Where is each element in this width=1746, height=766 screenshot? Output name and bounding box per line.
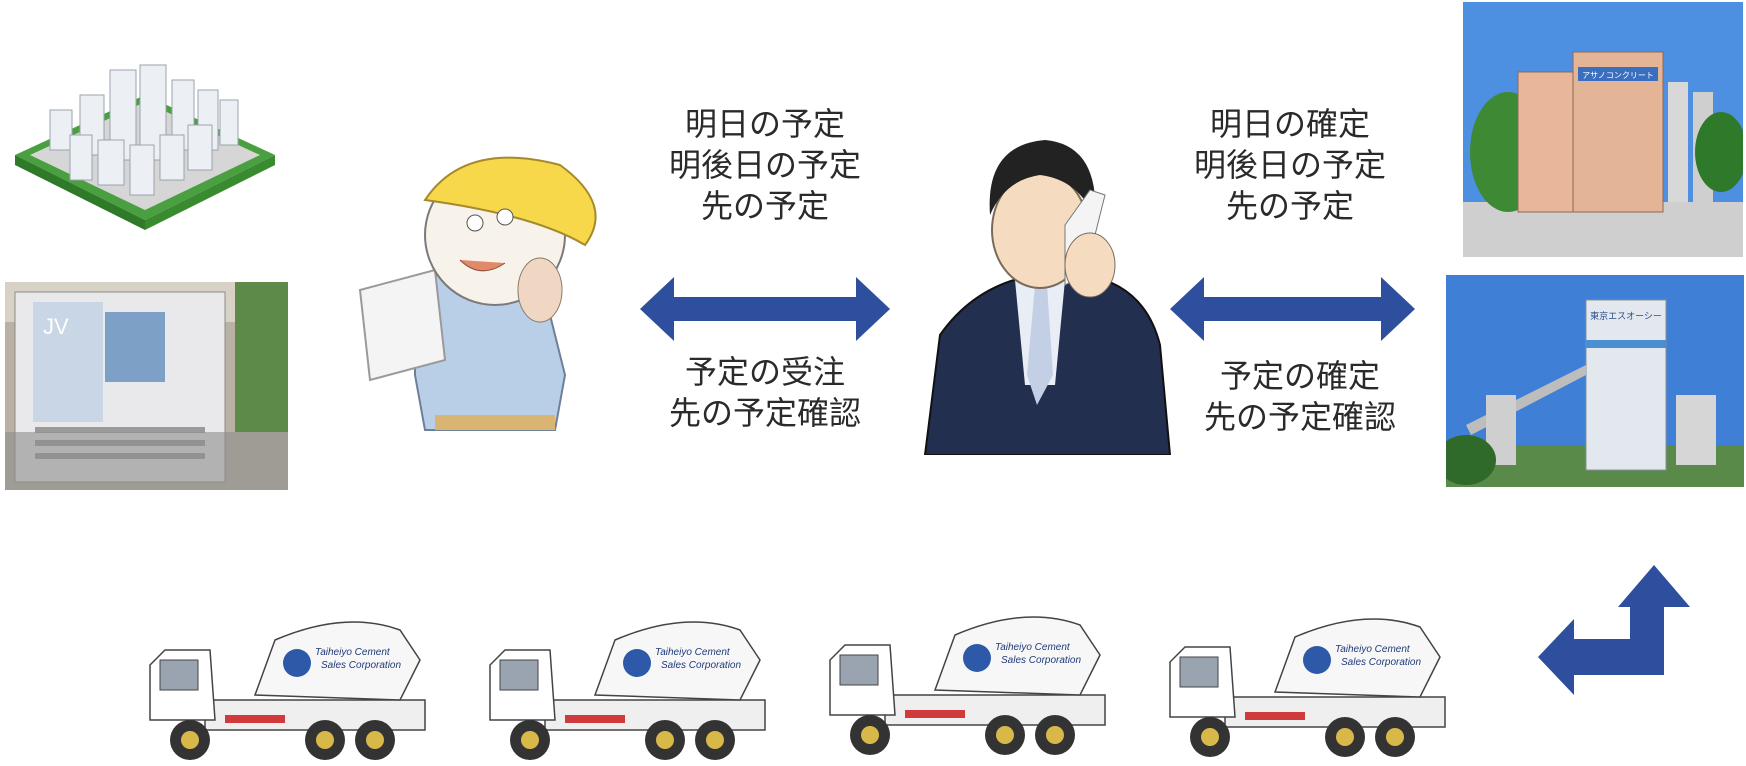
- truck-company-line1: Taiheiyo Cement: [655, 647, 731, 658]
- truck-company-line2: Sales Corporation: [661, 660, 741, 671]
- plant-sign-text: アサノコンクリート: [1582, 71, 1654, 80]
- label-text: 予定の確定: [1219, 357, 1380, 395]
- truck-company-line2: Sales Corporation: [1001, 655, 1081, 666]
- label-text: 先の予定確認: [668, 394, 861, 432]
- return-arrow-icon: [1538, 565, 1690, 695]
- concrete-mixer-truck-icon: Taiheiyo Cement Sales Corporation: [149, 621, 426, 760]
- construction-sign-photo: JV: [5, 282, 288, 490]
- truck-company-line1: Taiheiyo Cement: [995, 642, 1071, 653]
- double-arrow-left-right: [1170, 277, 1415, 341]
- label-text: 明日の予定: [684, 105, 845, 143]
- label-text: 先の予定確認: [1203, 398, 1396, 436]
- label-text: 先の予定: [700, 187, 829, 225]
- city-buildings-icon: [15, 64, 275, 230]
- label-text: 明後日の予定: [668, 146, 861, 184]
- label-group-site-staff-top: 明日の予定 明後日の予定 先の予定: [640, 104, 890, 227]
- truck-company-line2: Sales Corporation: [1341, 657, 1421, 668]
- jv-text: JV: [43, 314, 69, 339]
- businessman-phone-icon: [923, 140, 1172, 455]
- truck-company-line1: Taiheiyo Cement: [315, 647, 391, 658]
- label-group-staff-plant-bottom: 予定の確定 先の予定確認: [1175, 356, 1425, 438]
- label-group-site-staff-bottom: 予定の受注 先の予定確認: [640, 352, 890, 434]
- plant-sign-text: 東京エスオーシー: [1590, 310, 1662, 322]
- concrete-mixer-truck-icon: Taiheiyo Cement Sales Corporation: [829, 616, 1106, 755]
- construction-worker-icon: [358, 156, 597, 431]
- label-text: 明後日の予定: [1193, 146, 1386, 184]
- concrete-plant-photo: アサノコンクリート: [1463, 2, 1743, 257]
- concrete-plant-photo: 東京エスオーシー: [1446, 275, 1744, 487]
- truck-company-line2: Sales Corporation: [321, 660, 401, 671]
- label-text: 明日の確定: [1209, 105, 1370, 143]
- concrete-mixer-truck-icon: Taiheiyo Cement Sales Corporation: [1169, 618, 1446, 757]
- concrete-mixer-truck-icon: Taiheiyo Cement Sales Corporation: [489, 621, 766, 760]
- double-arrow-left-right: [640, 277, 890, 341]
- label-text: 予定の受注: [684, 353, 845, 391]
- label-group-staff-plant-top: 明日の確定 明後日の予定 先の予定: [1165, 104, 1415, 227]
- truck-company-line1: Taiheiyo Cement: [1335, 644, 1411, 655]
- label-text: 先の予定: [1225, 187, 1354, 225]
